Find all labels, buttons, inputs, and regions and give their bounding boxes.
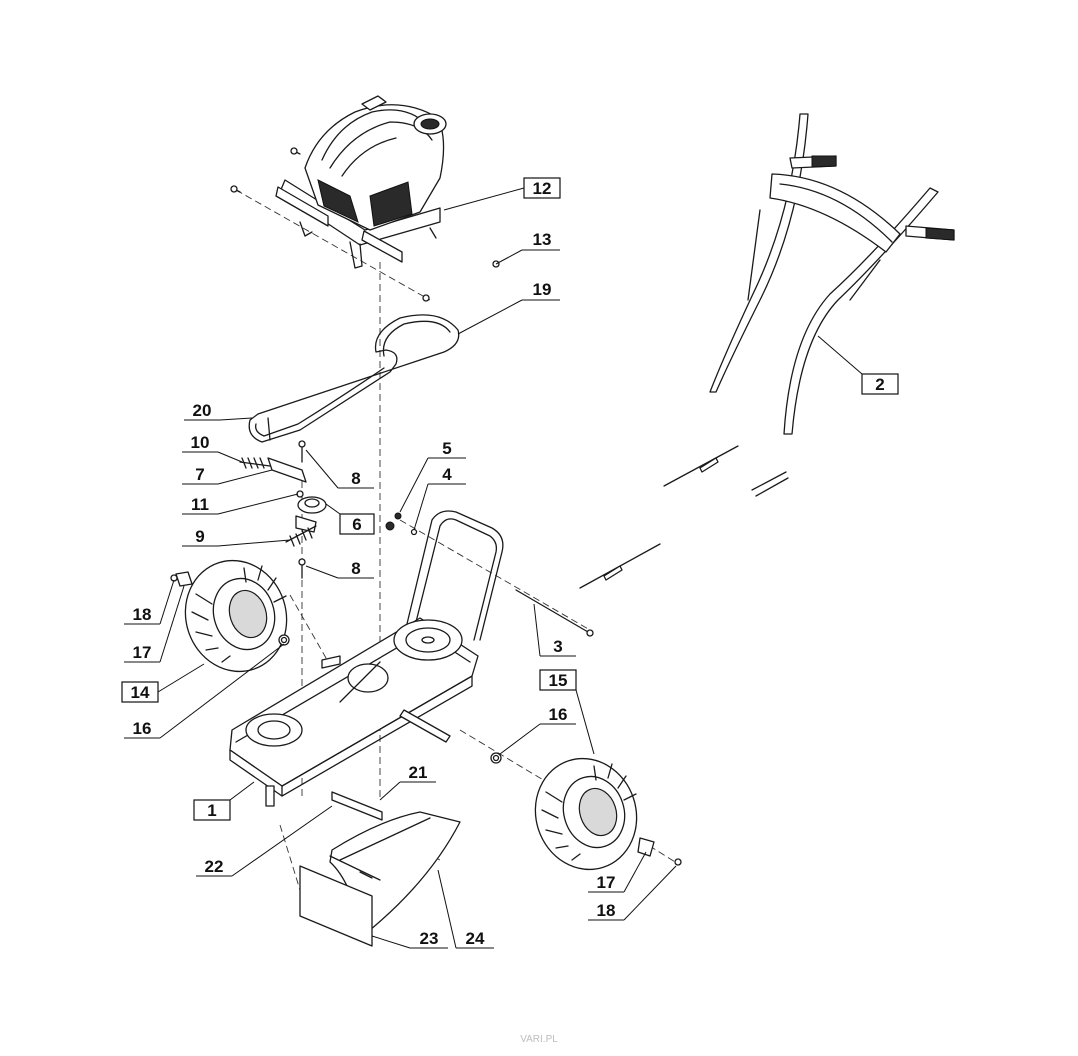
svg-text:8: 8 xyxy=(351,559,360,578)
callout-18-left: 18 xyxy=(124,579,175,625)
drive-belt xyxy=(248,314,460,443)
svg-text:18: 18 xyxy=(133,605,152,624)
svg-text:17: 17 xyxy=(133,643,152,662)
callout-24: 24 xyxy=(437,869,494,949)
callout-13: 13 xyxy=(495,230,560,265)
callout-20: 20 xyxy=(184,401,253,421)
svg-text:21: 21 xyxy=(409,763,428,782)
svg-text:19: 19 xyxy=(533,280,552,299)
callout-16-right: 16 xyxy=(499,705,576,755)
svg-text:1: 1 xyxy=(207,801,216,820)
svg-text:9: 9 xyxy=(195,527,204,546)
svg-text:6: 6 xyxy=(352,515,361,534)
svg-text:16: 16 xyxy=(549,705,568,724)
svg-text:3: 3 xyxy=(553,637,562,656)
callout-5: 5 xyxy=(399,439,466,513)
callout-11: 11 xyxy=(182,493,299,515)
engine-assembly xyxy=(230,95,500,302)
tensioner-parts xyxy=(239,440,327,579)
svg-text:11: 11 xyxy=(191,495,209,514)
callout-1: 1 xyxy=(193,781,255,821)
callout-6: 6 xyxy=(325,503,375,535)
svg-text:7: 7 xyxy=(195,465,204,484)
callout-2: 2 xyxy=(817,335,899,395)
svg-text:8: 8 xyxy=(351,469,360,488)
callout-16-left: 16 xyxy=(124,643,285,739)
callout-15: 15 xyxy=(539,669,595,755)
svg-text:2: 2 xyxy=(875,375,884,394)
callout-10: 10 xyxy=(182,433,243,463)
svg-text:14: 14 xyxy=(131,683,150,702)
svg-text:5: 5 xyxy=(442,439,451,458)
callout-21: 21 xyxy=(379,763,436,801)
callout-4: 4 xyxy=(413,465,466,531)
callout-22: 22 xyxy=(196,805,333,877)
callout-17-right: 17 xyxy=(588,851,647,893)
callout-17-left: 17 xyxy=(124,585,185,663)
watermark: VARI.PL xyxy=(520,1034,558,1045)
svg-text:12: 12 xyxy=(533,179,552,198)
rear-guards xyxy=(299,791,461,947)
svg-text:23: 23 xyxy=(420,929,439,948)
callout-23: 23 xyxy=(371,929,448,949)
svg-text:17: 17 xyxy=(597,873,616,892)
callout-18-right: 18 xyxy=(588,865,677,921)
callout-9: 9 xyxy=(182,527,291,547)
svg-text:4: 4 xyxy=(442,465,452,484)
right-wheel xyxy=(490,752,682,871)
svg-text:24: 24 xyxy=(466,929,485,948)
svg-text:16: 16 xyxy=(133,719,152,738)
svg-text:10: 10 xyxy=(191,433,210,452)
callout-8-bottom: 8 xyxy=(305,559,374,579)
svg-text:18: 18 xyxy=(597,901,616,920)
callout-8-top: 8 xyxy=(305,449,374,489)
control-cables xyxy=(579,445,789,589)
callout-7: 7 xyxy=(182,465,273,485)
callout-12: 12 xyxy=(443,177,561,211)
callout-3: 3 xyxy=(533,603,576,657)
callout-14: 14 xyxy=(121,663,205,703)
svg-text:22: 22 xyxy=(205,857,224,876)
tiller-frame xyxy=(229,510,594,807)
svg-text:20: 20 xyxy=(193,401,212,420)
callout-19: 19 xyxy=(457,280,560,335)
svg-text:13: 13 xyxy=(533,230,552,249)
handlebar-assembly xyxy=(709,113,955,435)
left-wheel xyxy=(170,559,290,673)
svg-text:15: 15 xyxy=(549,671,568,690)
